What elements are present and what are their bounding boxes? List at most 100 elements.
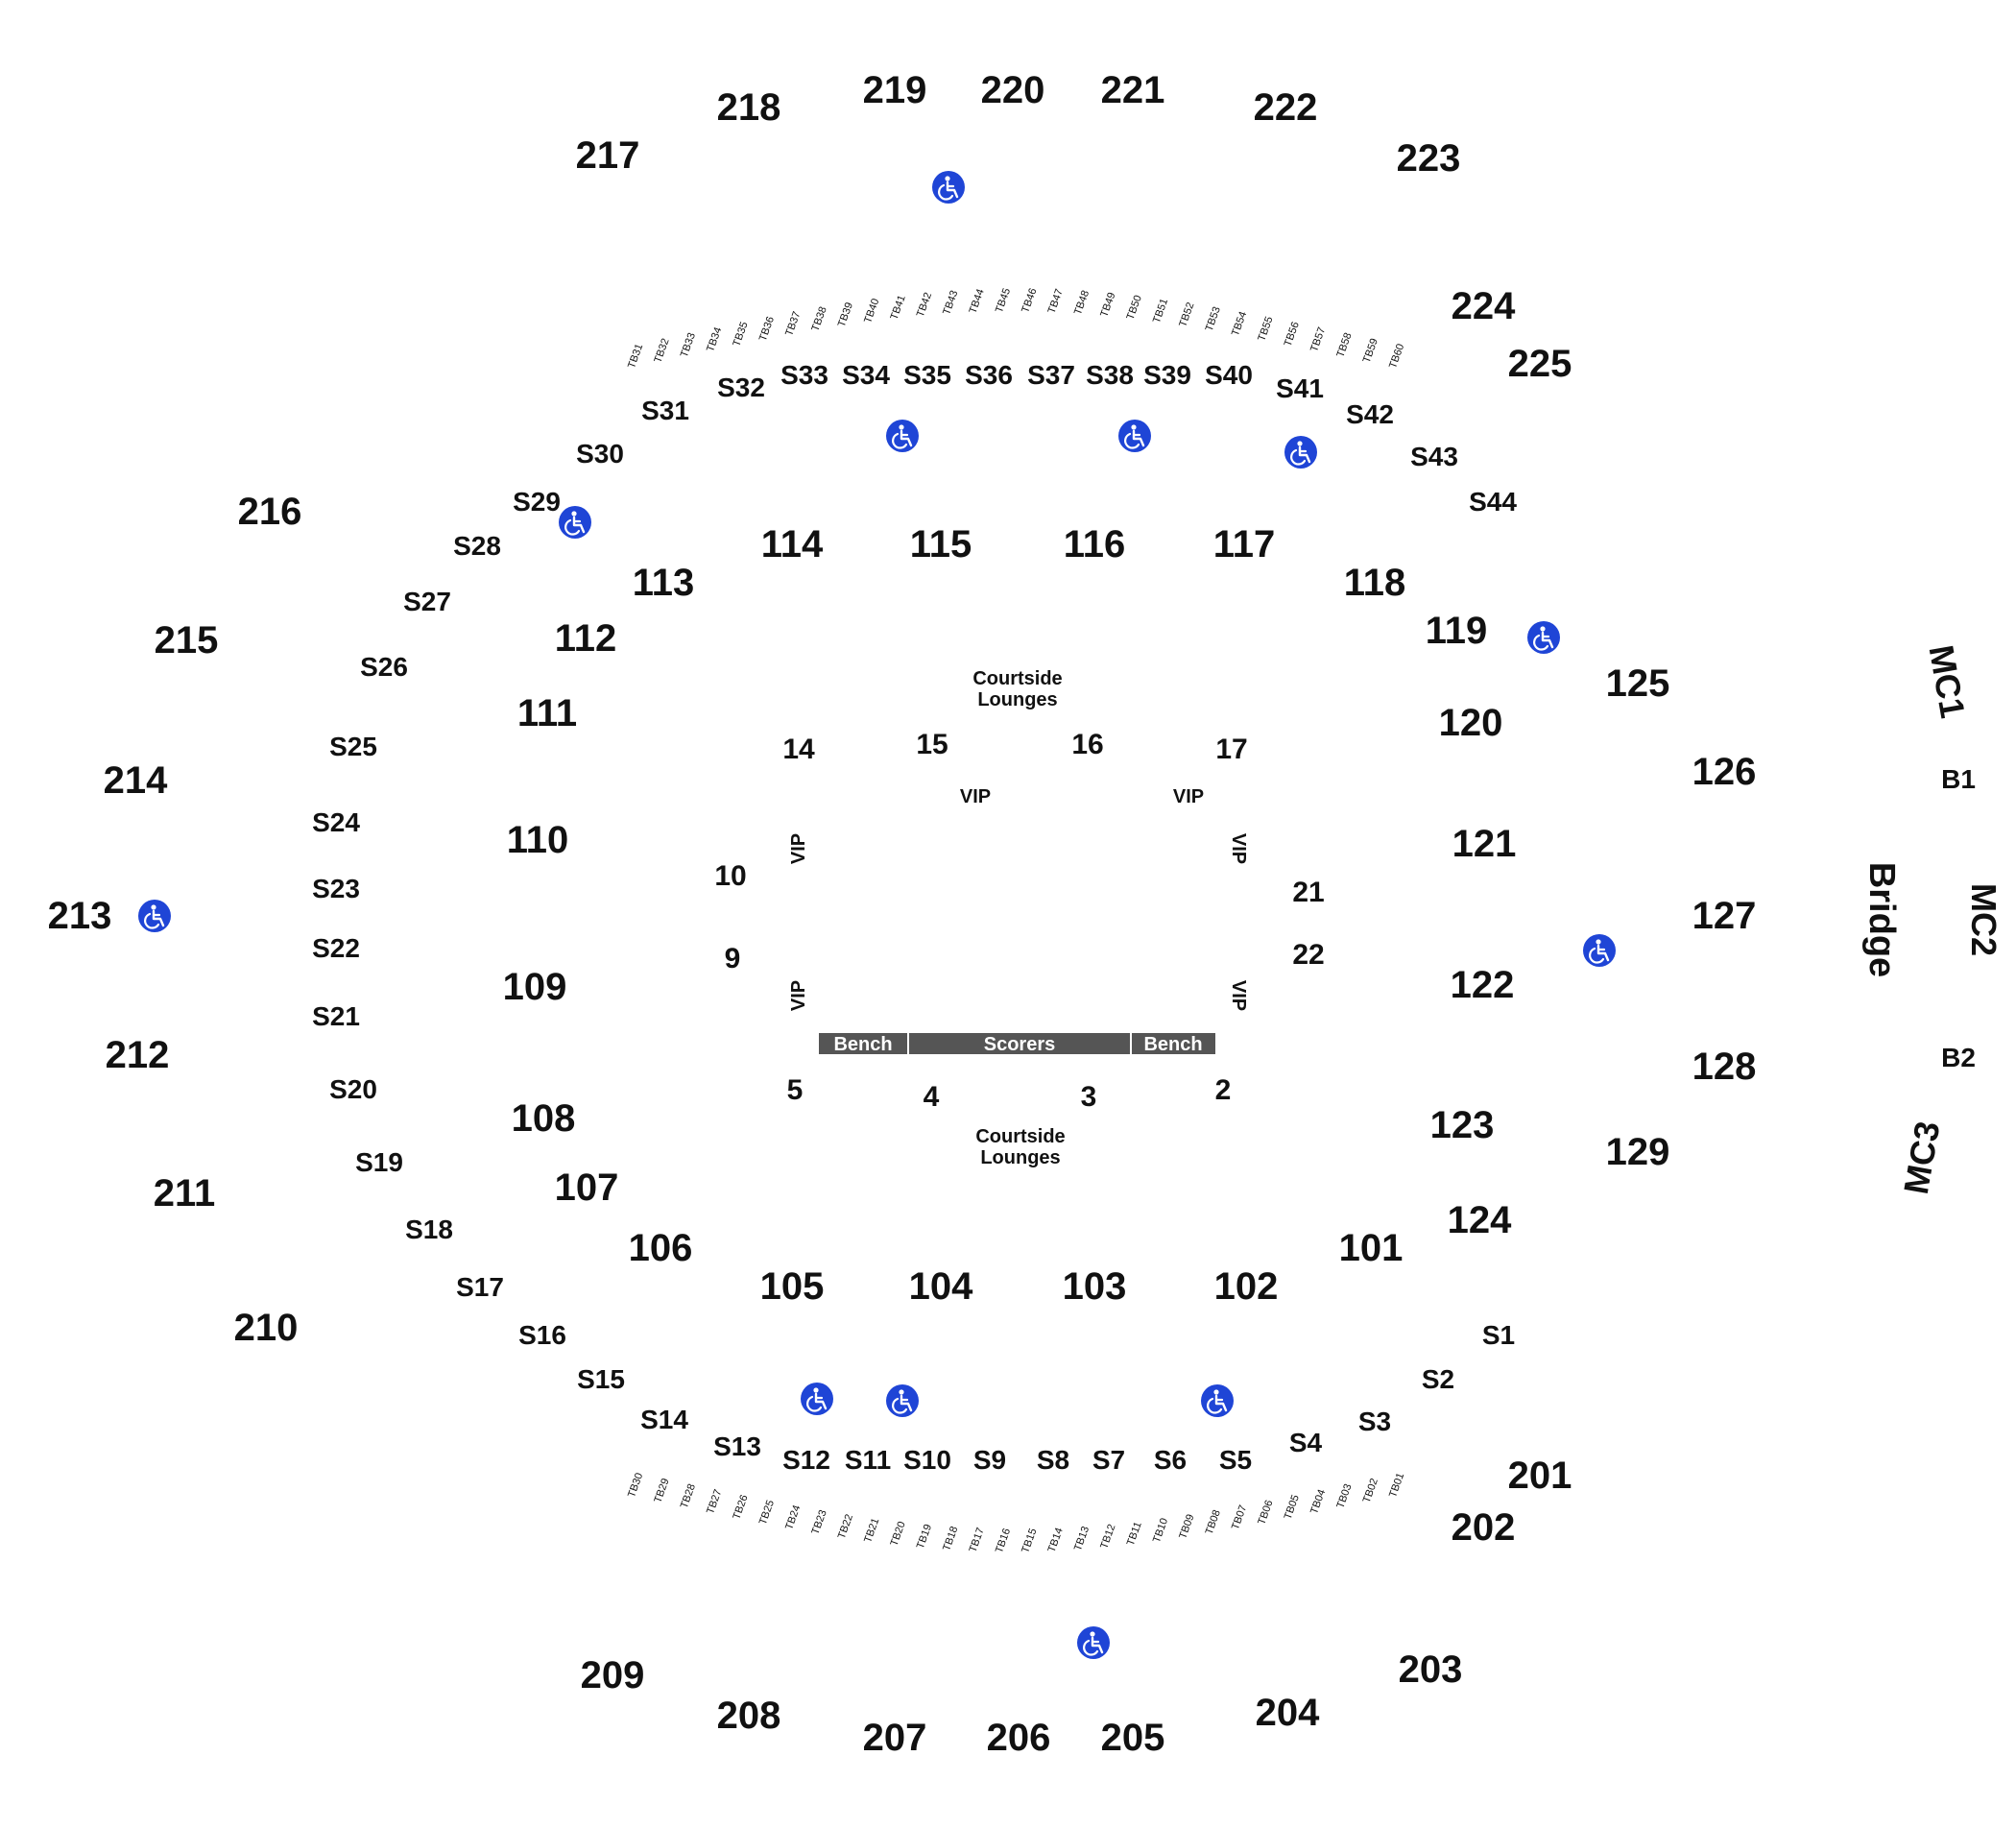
suite-S20[interactable]: S20 [329,1074,377,1104]
suite-S40[interactable]: S40 [1205,360,1253,390]
vip-label-right-upper[interactable]: VIP [1228,833,1249,864]
suite-S28[interactable]: S28 [453,531,501,561]
suite-S12[interactable]: S12 [782,1445,830,1475]
section-223[interactable]: 223 [1397,137,1461,180]
section-222[interactable]: 222 [1254,86,1318,129]
table-TB50[interactable]: TB50 [1125,294,1144,322]
floor-section-17[interactable]: 17 [1215,734,1247,765]
section-211[interactable]: 211 [154,1172,216,1215]
suite-S14[interactable]: S14 [640,1405,688,1434]
table-TB36[interactable]: TB36 [757,315,777,343]
floor-section-2[interactable]: 2 [1215,1074,1232,1106]
floor-section-9[interactable]: 9 [725,943,741,974]
suite-S4[interactable]: S4 [1289,1428,1323,1457]
table-TB05[interactable]: TB05 [1283,1493,1302,1521]
section-112[interactable]: 112 [555,617,617,660]
section-128[interactable]: 128 [1692,1046,1757,1088]
suite-S43[interactable]: S43 [1410,442,1458,471]
table-TB54[interactable]: TB54 [1230,310,1249,338]
suite-S31[interactable]: S31 [641,396,689,425]
suite-S38[interactable]: S38 [1086,360,1134,390]
bridge-section-mc3[interactable]: MC3 [1896,1118,1948,1197]
table-TB60[interactable]: TB60 [1387,343,1406,371]
bridge-section-mc1[interactable]: MC1 [1922,642,1974,721]
table-TB34[interactable]: TB34 [705,325,724,353]
suite-S39[interactable]: S39 [1143,360,1191,390]
table-TB30[interactable]: TB30 [626,1472,645,1500]
table-TB18[interactable]: TB18 [941,1525,960,1552]
section-218[interactable]: 218 [717,86,781,129]
table-TB56[interactable]: TB56 [1283,321,1302,349]
floor-section-4[interactable]: 4 [924,1081,940,1113]
table-TB03[interactable]: TB03 [1334,1482,1354,1510]
section-118[interactable]: 118 [1344,562,1406,604]
section-104[interactable]: 104 [909,1265,973,1308]
section-210[interactable]: 210 [234,1307,299,1349]
table-TB17[interactable]: TB17 [968,1527,987,1554]
section-114[interactable]: 114 [761,523,824,565]
suite-S6[interactable]: S6 [1154,1445,1187,1475]
suite-S8[interactable]: S8 [1037,1445,1069,1475]
table-TB27[interactable]: TB27 [705,1488,724,1516]
table-TB42[interactable]: TB42 [915,291,934,319]
table-TB33[interactable]: TB33 [679,331,698,359]
section-201[interactable]: 201 [1508,1455,1572,1497]
floor-section-16[interactable]: 16 [1071,729,1103,760]
suite-S34[interactable]: S34 [842,360,890,390]
suite-S27[interactable]: S27 [403,587,451,616]
table-TB15[interactable]: TB15 [1020,1527,1039,1554]
section-101[interactable]: 101 [1339,1227,1404,1269]
section-111[interactable]: 111 [517,692,577,734]
section-113[interactable]: 113 [633,562,695,604]
table-TB45[interactable]: TB45 [994,287,1013,315]
suite-S18[interactable]: S18 [405,1215,453,1244]
floor-section-21[interactable]: 21 [1292,877,1324,908]
section-102[interactable]: 102 [1214,1265,1279,1308]
section-213[interactable]: 213 [48,895,112,937]
table-TB35[interactable]: TB35 [731,321,750,349]
table-TB47[interactable]: TB47 [1046,287,1066,315]
table-TB25[interactable]: TB25 [757,1499,777,1527]
section-117[interactable]: 117 [1213,523,1276,565]
table-TB19[interactable]: TB19 [915,1523,934,1551]
table-TB32[interactable]: TB32 [652,337,671,365]
table-TB12[interactable]: TB12 [1098,1523,1117,1551]
suite-S41[interactable]: S41 [1276,373,1324,403]
table-TB52[interactable]: TB52 [1177,301,1196,328]
table-TB10[interactable]: TB10 [1151,1517,1170,1545]
section-123[interactable]: 123 [1430,1104,1495,1146]
section-220[interactable]: 220 [981,69,1045,111]
suite-S33[interactable]: S33 [780,360,828,390]
floor-section-14[interactable]: 14 [782,734,815,765]
table-TB49[interactable]: TB49 [1098,291,1117,319]
vip-label-left-lower[interactable]: VIP [788,980,809,1011]
table-TB29[interactable]: TB29 [652,1477,671,1504]
section-126[interactable]: 126 [1692,751,1757,793]
suite-S32[interactable]: S32 [717,373,765,402]
section-124[interactable]: 124 [1448,1199,1512,1241]
section-103[interactable]: 103 [1063,1265,1127,1308]
section-120[interactable]: 120 [1439,702,1503,744]
floor-section-3[interactable]: 3 [1081,1081,1097,1113]
section-204[interactable]: 204 [1256,1692,1320,1734]
suite-S24[interactable]: S24 [312,807,360,837]
suite-S37[interactable]: S37 [1027,360,1075,390]
section-224[interactable]: 224 [1452,285,1516,327]
section-129[interactable]: 129 [1606,1131,1670,1173]
section-125[interactable]: 125 [1606,662,1670,705]
suite-S26[interactable]: S26 [360,652,408,682]
suite-S30[interactable]: S30 [576,439,624,469]
section-225[interactable]: 225 [1508,343,1572,385]
suite-S29[interactable]: S29 [513,487,561,517]
table-TB23[interactable]: TB23 [809,1508,828,1536]
section-106[interactable]: 106 [629,1227,693,1269]
suite-S25[interactable]: S25 [329,732,377,761]
bridge-section-b1[interactable]: B1 [1941,764,1976,794]
section-109[interactable]: 109 [503,966,567,1008]
suite-S10[interactable]: S10 [903,1445,951,1475]
section-215[interactable]: 215 [155,619,219,661]
section-119[interactable]: 119 [1426,610,1488,652]
suite-S42[interactable]: S42 [1346,399,1394,429]
table-TB40[interactable]: TB40 [862,297,881,325]
section-203[interactable]: 203 [1399,1648,1463,1691]
